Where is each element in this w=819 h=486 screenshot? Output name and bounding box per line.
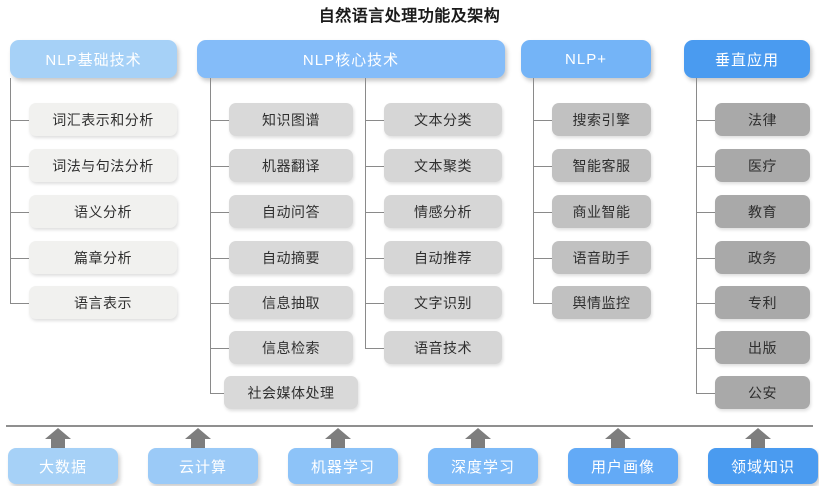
- list-item[interactable]: 文本聚类: [384, 149, 502, 182]
- branch-line: [210, 212, 229, 213]
- column-header-nlp-plus[interactable]: NLP+: [521, 40, 651, 78]
- up-arrow-icon: [465, 428, 491, 450]
- up-arrow-icon: [185, 428, 211, 450]
- branch-line: [10, 303, 29, 304]
- list-item[interactable]: 商业智能: [552, 195, 651, 228]
- page-title: 自然语言处理功能及架构: [318, 8, 501, 25]
- column-header-vertical-application[interactable]: 垂直应用: [684, 40, 810, 78]
- branch-line: [533, 120, 552, 121]
- list-item[interactable]: 搜索引擎: [552, 103, 651, 136]
- up-arrow-icon: [605, 428, 631, 450]
- foundation-item-user-profile[interactable]: 用户画像: [568, 448, 678, 484]
- trunk-line-nlp-core-left: [210, 78, 211, 393]
- list-item[interactable]: 文字识别: [384, 286, 502, 319]
- branch-line: [365, 166, 384, 167]
- branch-line: [696, 348, 715, 349]
- branch-line: [210, 348, 229, 349]
- branch-line: [533, 166, 552, 167]
- list-item[interactable]: 词汇表示和分析: [29, 103, 177, 136]
- list-item[interactable]: 专利: [715, 286, 810, 319]
- list-item[interactable]: 舆情监控: [552, 286, 651, 319]
- branch-line: [696, 303, 715, 304]
- trunk-line-vertical-application: [696, 78, 697, 393]
- branch-line: [10, 212, 29, 213]
- branch-line: [365, 212, 384, 213]
- section-divider: [6, 425, 813, 427]
- list-item[interactable]: 自动推荐: [384, 241, 502, 274]
- list-item[interactable]: 语义分析: [29, 195, 177, 228]
- branch-line: [210, 303, 229, 304]
- list-item[interactable]: 法律: [715, 103, 810, 136]
- list-item[interactable]: 语言表示: [29, 286, 177, 319]
- column-header-nlp-basic[interactable]: NLP基础技术: [10, 40, 177, 78]
- list-item[interactable]: 智能客服: [552, 149, 651, 182]
- branch-line: [210, 393, 224, 394]
- list-item[interactable]: 机器翻译: [229, 149, 353, 182]
- branch-line: [10, 120, 29, 121]
- list-item[interactable]: 情感分析: [384, 195, 502, 228]
- branch-line: [365, 303, 384, 304]
- foundation-item-cloud-computing[interactable]: 云计算: [148, 448, 258, 484]
- list-item[interactable]: 自动摘要: [229, 241, 353, 274]
- list-item[interactable]: 政务: [715, 241, 810, 274]
- foundation-item-domain-knowledge[interactable]: 领域知识: [708, 448, 818, 484]
- branch-line: [533, 212, 552, 213]
- branch-line: [210, 166, 229, 167]
- foundation-item-deep-learning[interactable]: 深度学习: [428, 448, 538, 484]
- up-arrow-icon: [45, 428, 71, 450]
- list-item[interactable]: 信息检索: [229, 331, 353, 364]
- list-item[interactable]: 自动问答: [229, 195, 353, 228]
- column-header-nlp-core[interactable]: NLP核心技术: [197, 40, 505, 78]
- branch-line: [696, 212, 715, 213]
- list-item[interactable]: 出版: [715, 331, 810, 364]
- list-item[interactable]: 教育: [715, 195, 810, 228]
- branch-line: [696, 166, 715, 167]
- list-item[interactable]: 公安: [715, 376, 810, 409]
- list-item[interactable]: 语音助手: [552, 241, 651, 274]
- trunk-line-nlp-plus: [533, 78, 534, 303]
- branch-line: [210, 120, 229, 121]
- list-item[interactable]: 医疗: [715, 149, 810, 182]
- branch-line: [533, 258, 552, 259]
- list-item[interactable]: 文本分类: [384, 103, 502, 136]
- branch-line: [210, 258, 229, 259]
- list-item[interactable]: 社会媒体处理: [224, 376, 358, 409]
- list-item[interactable]: 信息抽取: [229, 286, 353, 319]
- foundation-item-machine-learning[interactable]: 机器学习: [288, 448, 398, 484]
- branch-line: [10, 166, 29, 167]
- branch-line: [696, 120, 715, 121]
- branch-line: [533, 303, 552, 304]
- list-item[interactable]: 语音技术: [384, 331, 502, 364]
- trunk-line-nlp-core-right: [365, 78, 366, 348]
- up-arrow-icon: [325, 428, 351, 450]
- trunk-line-nlp-basic: [10, 78, 11, 303]
- branch-line: [365, 258, 384, 259]
- branch-line: [696, 258, 715, 259]
- branch-line: [365, 348, 384, 349]
- list-item[interactable]: 知识图谱: [229, 103, 353, 136]
- branch-line: [365, 120, 384, 121]
- list-item[interactable]: 篇章分析: [29, 241, 177, 274]
- branch-line: [696, 393, 715, 394]
- branch-line: [10, 258, 29, 259]
- list-item[interactable]: 词法与句法分析: [29, 149, 177, 182]
- foundation-item-big-data[interactable]: 大数据: [8, 448, 118, 484]
- up-arrow-icon: [745, 428, 771, 450]
